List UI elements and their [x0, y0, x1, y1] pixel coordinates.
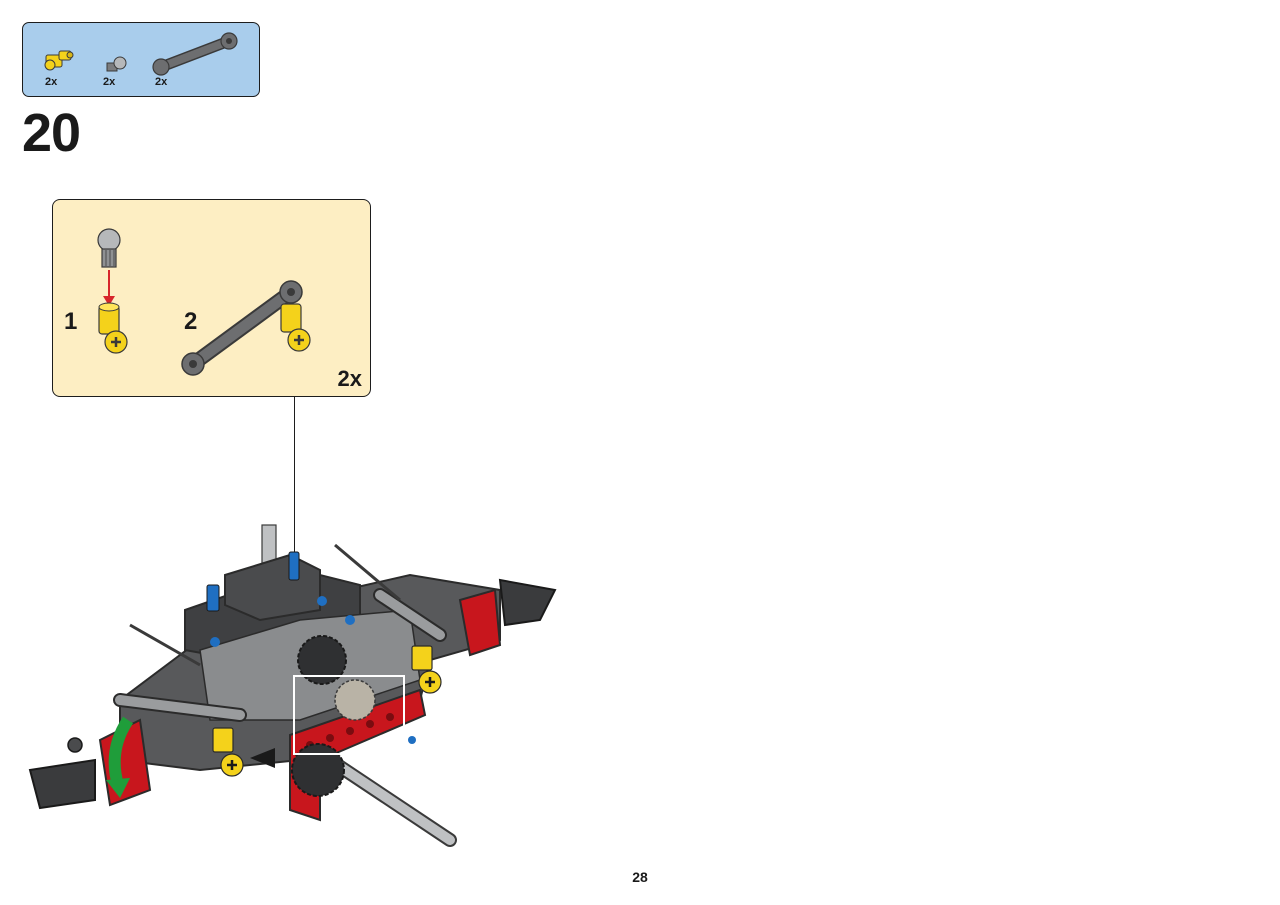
dark-grey-link-icon: [152, 32, 238, 76]
grey-pin-icon: [106, 56, 127, 72]
page-number: 28: [632, 869, 648, 885]
part-qty: 2x: [45, 76, 58, 88]
yellow-connector-icon: [212, 645, 442, 777]
grey-pin-icon: [97, 228, 121, 268]
step-number: 20: [22, 103, 81, 163]
callout-frame: [293, 675, 405, 755]
part-yellow-connector: 2x: [39, 41, 79, 88]
red-arrow-icon: [103, 270, 115, 306]
gear-icon: [291, 635, 376, 797]
substep-multiplier: 2x: [337, 366, 362, 391]
dark-grey-link-icon: [113, 543, 447, 722]
substep-number-2: 2: [184, 308, 198, 335]
yellow-connector-icon: [280, 303, 311, 352]
substep-callout: 1 2: [52, 199, 371, 397]
yellow-connector-icon: [44, 50, 74, 71]
blue-pin-icon: [206, 551, 416, 744]
green-arrow-icon: [106, 716, 134, 798]
wheel-hub-icon: [28, 578, 557, 810]
substep-illustration: [97, 228, 311, 376]
substep-number-1: 1: [64, 308, 78, 335]
part-dark-grey-link: 2x: [151, 29, 243, 88]
black-arrow-icon: [250, 748, 275, 768]
chassis-model-illustration: [28, 524, 557, 847]
dark-grey-link-icon: [181, 280, 303, 376]
part-grey-pin: 2x: [97, 41, 137, 88]
yellow-connector-icon: [98, 302, 128, 354]
parts-list-panel: 2x 2x 2x: [22, 22, 260, 97]
part-qty: 2x: [103, 76, 116, 88]
part-qty: 2x: [155, 76, 168, 88]
